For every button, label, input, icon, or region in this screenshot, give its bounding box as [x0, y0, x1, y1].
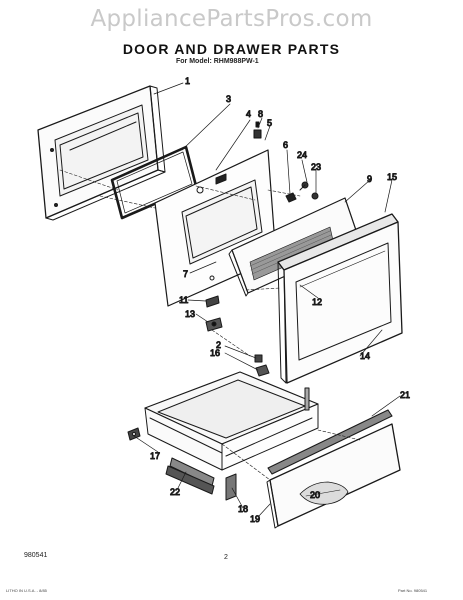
drawer-slide-rail	[165, 465, 215, 495]
callout-12: 12	[312, 297, 322, 307]
page-title: DOOR AND DRAWER PARTS	[122, 41, 341, 57]
drawer-clip	[127, 427, 141, 441]
leader-lines	[133, 82, 401, 518]
door-clip	[285, 192, 297, 203]
callout-24: 24	[297, 150, 307, 160]
callout-16: 16	[210, 348, 220, 358]
footer-part-number: Part No. 980541	[398, 588, 428, 593]
hinge-fasteners	[253, 121, 262, 139]
callout-5: 5	[267, 118, 272, 128]
callout-22: 22	[170, 487, 180, 497]
callout-7: 7	[183, 269, 188, 279]
document-code: 980541	[24, 552, 48, 559]
callout-6: 6	[283, 140, 288, 150]
callout-13: 13	[185, 309, 195, 319]
callout-1: 1	[185, 76, 190, 86]
callout-11: 11	[179, 295, 188, 305]
outer-door-panel	[37, 85, 166, 221]
callout-20: 20	[310, 490, 320, 500]
callout-9: 9	[367, 174, 372, 184]
footer-print-note: LITHO IN U.S.A. - 8/85	[6, 588, 47, 593]
callout-17: 17	[150, 451, 160, 461]
drawer-rollers	[254, 354, 270, 377]
callout-15: 15	[387, 172, 397, 182]
callout-8: 8	[258, 109, 263, 119]
drawer-front-panel	[266, 423, 401, 529]
callout-2: 2	[216, 340, 221, 350]
hinge-parts	[205, 295, 223, 332]
watermark-text: AppliancePartsPros.com	[90, 6, 373, 32]
drawer-front-trim	[267, 409, 393, 475]
callout-3: 3	[226, 94, 231, 104]
callout-4: 4	[246, 109, 251, 119]
callout-23: 23	[311, 162, 321, 172]
callout-19: 19	[250, 514, 260, 524]
callout-18: 18	[238, 504, 248, 514]
drawer-body	[144, 371, 319, 501]
callout-labels: 1 3 4 8 5 6 24 23 9 15 7 11 13 2 16 12 1…	[150, 76, 411, 525]
callout-21: 21	[400, 390, 410, 400]
assembly-guide-lines	[59, 169, 361, 481]
door-frame	[277, 213, 403, 384]
callout-14: 14	[360, 351, 370, 361]
model-subtitle: For Model: RHM988PW-1	[176, 58, 259, 65]
screws	[299, 181, 319, 200]
page-number: 2	[224, 554, 228, 561]
